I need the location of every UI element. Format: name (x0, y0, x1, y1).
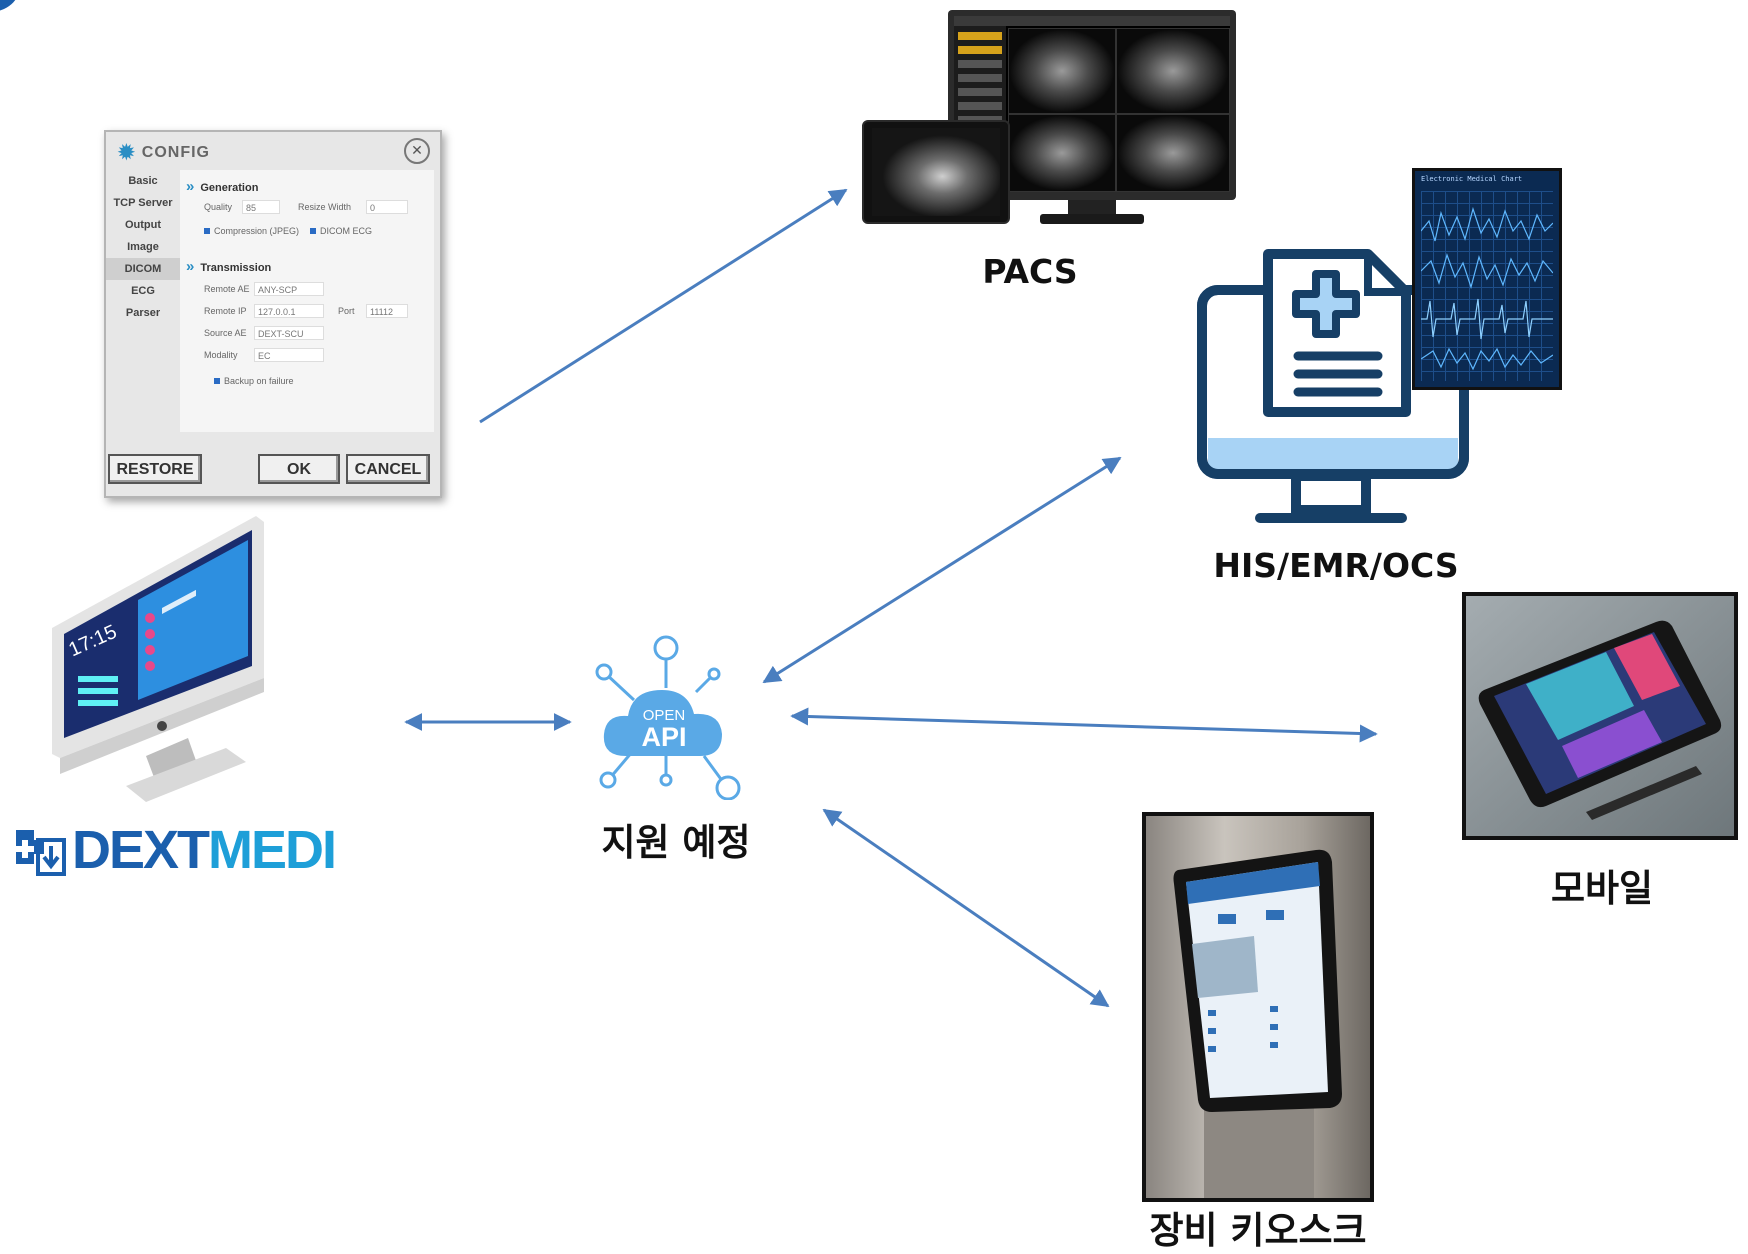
compression-checkbox[interactable]: Compression (JPEG) (204, 226, 299, 236)
chart-grid (1420, 191, 1554, 381)
mobile-label: 모바일 (1550, 867, 1654, 910)
modality-label: Modality (204, 350, 238, 360)
tab-output[interactable]: Output (124, 219, 162, 231)
config-title: ✹CONFIG (118, 142, 210, 164)
pacs-monitor-base (1040, 214, 1144, 224)
arrow-api-kiosk (822, 808, 1110, 1008)
remote-ip-label: Remote IP (204, 306, 247, 316)
mobile-photo (1462, 592, 1738, 840)
quality-field[interactable]: 85 (242, 200, 280, 214)
mri-axial-image (1116, 28, 1230, 114)
remote-ae-label: Remote AE (204, 284, 250, 294)
dextmedi-computer: 17:15 (50, 516, 266, 806)
transmission-heading: Transmission (186, 258, 271, 275)
config-sidebar: Basic TCP Server Output Image DICOM ECG … (106, 170, 180, 432)
resize-width-field[interactable]: 0 (366, 200, 408, 214)
cancel-button[interactable]: CANCEL (346, 454, 430, 484)
tab-ecg[interactable]: ECG (131, 285, 155, 297)
remote-ae-field[interactable]: ANY-SCP (254, 282, 324, 296)
port-label: Port (338, 306, 355, 316)
generation-heading: Generation (186, 178, 258, 195)
tab-dicom[interactable]: DICOM (106, 258, 180, 280)
arrow-api-his (762, 456, 1122, 684)
api-caption: 지원 예정 (601, 821, 751, 864)
quality-label: Quality (204, 202, 233, 212)
modality-field[interactable]: EC (254, 348, 324, 362)
source-ae-field[interactable]: DEXT-SCU (254, 326, 324, 340)
pacs-tablet (862, 120, 1010, 224)
ok-button[interactable]: OK (258, 454, 340, 484)
chart-title: Electronic Medical Chart (1421, 175, 1523, 183)
dextmedi-logo: DEXTMEDI (14, 822, 344, 878)
config-dialog: ✹CONFIG ✕ Basic TCP Server Output Image … (104, 130, 442, 498)
restore-button[interactable]: RESTORE (108, 454, 202, 484)
tablet-device (1466, 596, 1734, 836)
mri-coronal-image (1116, 114, 1230, 192)
mri-sagittal-image (1008, 114, 1116, 192)
ecg-waveform (1420, 206, 1554, 371)
his-label: HIS/EMR/OCS (1213, 546, 1459, 585)
xray-ankle-image (872, 128, 1000, 216)
gear-icon: ✹ (118, 142, 136, 164)
dicom-ecg-checkbox[interactable]: DICOM ECG (310, 226, 372, 236)
pacs-monitor-stand (1068, 198, 1116, 218)
medical-chart-tablet: Electronic Medical Chart (1412, 168, 1562, 390)
kiosk-device (1173, 849, 1342, 1198)
resize-width-label: Resize Width (298, 202, 352, 212)
kiosk-photo (1142, 812, 1374, 1202)
xray-knee-image (1008, 28, 1116, 114)
api-text: API (641, 722, 686, 752)
tab-basic[interactable]: Basic (128, 175, 158, 187)
tab-tcp-server[interactable]: TCP Server (113, 197, 173, 209)
remote-ip-field[interactable]: 127.0.0.1 (254, 304, 324, 318)
open-api-cloud-icon: OPEN API (595, 635, 741, 800)
close-icon[interactable]: ✕ (404, 138, 430, 164)
api-open-text: OPEN (643, 707, 686, 724)
config-pane: Generation Quality 85 Resize Width 0 Com… (180, 170, 434, 432)
arrow-api-mobile (790, 707, 1378, 743)
dextmedi-logo-icon (16, 830, 66, 876)
dextmedi-wordmark: DEXTMEDI (72, 820, 337, 880)
tab-image[interactable]: Image (127, 241, 159, 253)
tab-parser[interactable]: Parser (125, 307, 161, 319)
pacs-label: PACS (982, 252, 1078, 291)
kiosk-label: 장비 키오스크 (1149, 1209, 1367, 1252)
port-field[interactable]: 11112 (366, 304, 408, 318)
arrow-config-to-pacs (479, 188, 848, 424)
source-ae-label: Source AE (204, 328, 247, 338)
emr-computer-icon (1197, 249, 1469, 523)
backup-checkbox[interactable]: Backup on failure (214, 376, 294, 386)
